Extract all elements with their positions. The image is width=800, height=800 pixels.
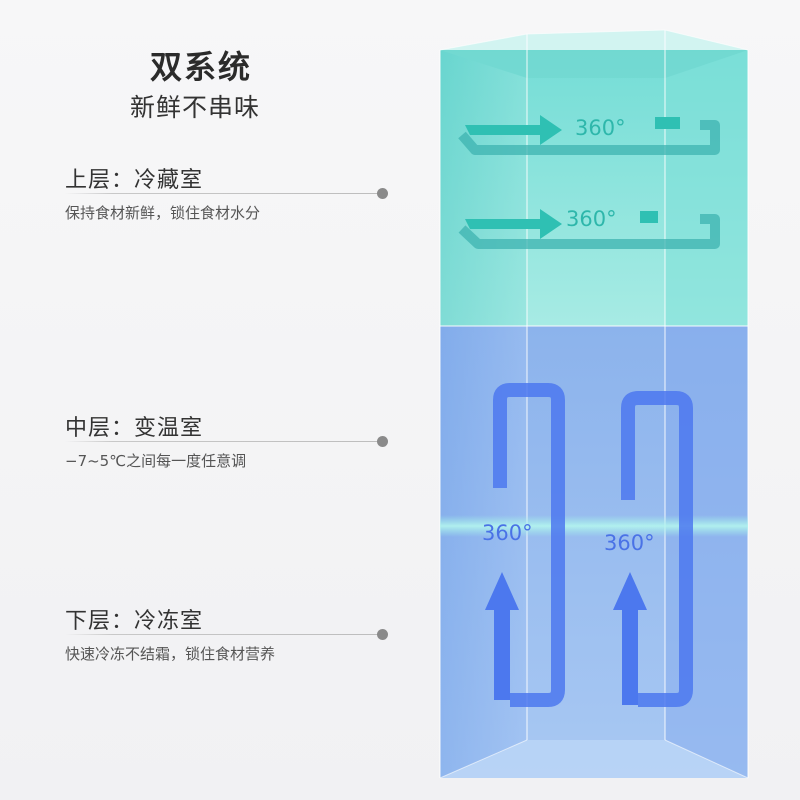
middle-section-description: −7~5℃之间每一度任意调: [65, 452, 247, 470]
upper-loop-1-label: 360°: [575, 116, 626, 140]
middle-section-title: 中层：变温室: [65, 416, 204, 441]
lower-section-description: 快速冷冻不结霜，锁住食材营养: [65, 645, 276, 663]
lower-airflow-loop-right: 360°: [604, 391, 693, 707]
upper-top-face: [440, 30, 748, 50]
fridge-body: [439, 29, 749, 779]
upper-right-wall: [665, 50, 748, 326]
section-lower: 下层：冷冻室 快速冷冻不结霜，锁住食材营养: [65, 603, 390, 664]
upper-section-title: 上层：冷藏室: [65, 168, 204, 193]
section-upper: 上层：冷藏室 保持食材新鲜，锁住食材水分: [65, 162, 390, 223]
middle-indicator-dot: [377, 436, 388, 447]
lower-floor: [440, 740, 748, 778]
middle-divider-line: [65, 441, 380, 442]
lower-section-title: 下层：冷冻室: [65, 609, 204, 634]
upper-airflow-loop-2: 360°: [458, 207, 720, 249]
lower-airflow-loop-left: 360°: [482, 383, 565, 707]
page-title: 双系统: [150, 48, 253, 86]
temperature-divider-band: [440, 515, 748, 537]
page-subtitle: 新鲜不串味: [130, 93, 261, 122]
lower-right-loop-label: 360°: [604, 531, 655, 555]
lower-divider-line: [65, 634, 380, 635]
upper-section-description: 保持食材新鲜，锁住食材水分: [65, 204, 261, 222]
lower-indicator-dot: [377, 629, 388, 640]
lower-left-loop-label: 360°: [482, 521, 533, 545]
section-middle: 中层：变温室 −7~5℃之间每一度任意调: [65, 410, 390, 471]
upper-divider-line: [65, 193, 380, 194]
upper-airflow-loop-1: 360°: [458, 115, 720, 155]
upper-indicator-dot: [377, 188, 388, 199]
upper-left-wall: [440, 50, 527, 326]
upper-loop-2-label: 360°: [566, 207, 617, 231]
upper-back-top: [440, 50, 748, 78]
